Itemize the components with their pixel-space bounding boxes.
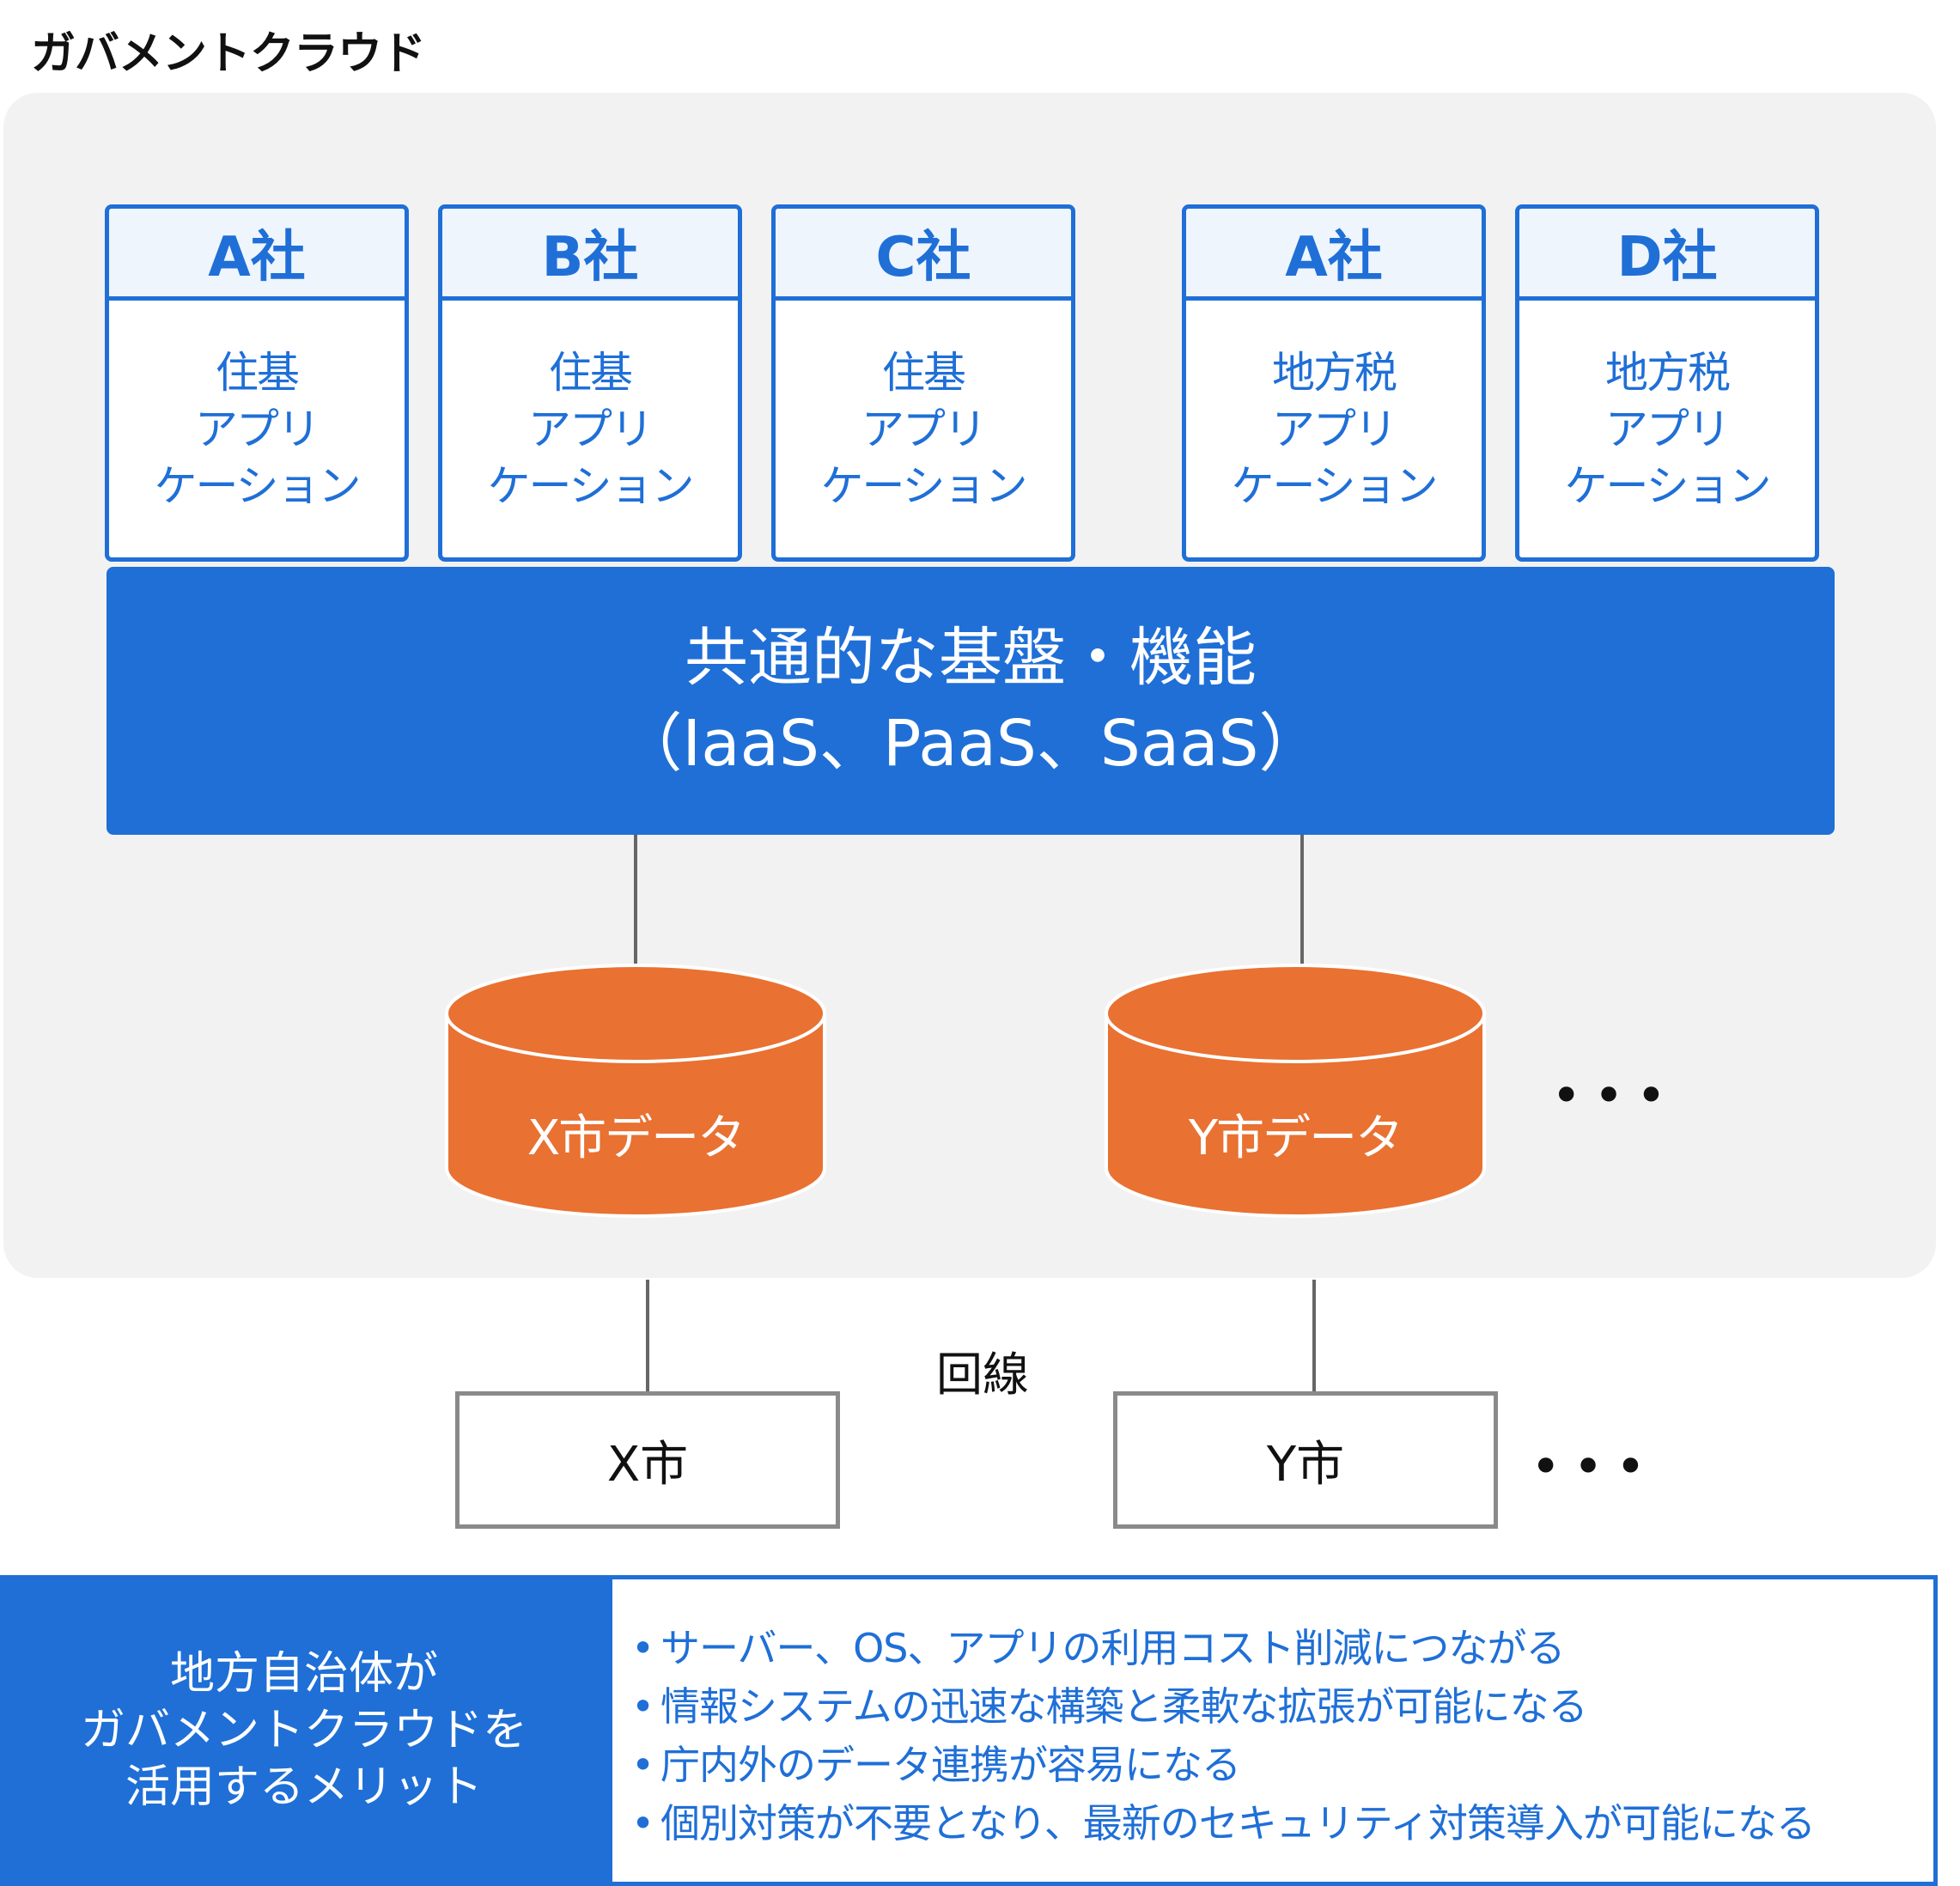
city-x-box: X市: [455, 1391, 840, 1529]
company-name: C社: [776, 209, 1071, 301]
common-platform: 共通的な基盤・機能 （IaaS、PaaS、SaaS）: [107, 567, 1835, 835]
diagram-title: ガバメントクラウド: [31, 28, 426, 80]
merits-list-panel: •サーバー、OS、アプリの利用コスト削減につながる •情報システムの迅速な構築と…: [608, 1575, 1938, 1886]
connector-line-x-city: [646, 1280, 649, 1391]
database-label: Y市データ: [1188, 1110, 1403, 1166]
platform-subtitle: （IaaS、PaaS、SaaS）: [618, 707, 1323, 781]
company-box-1: A社 住基 アプリ ケーション: [105, 204, 409, 562]
database-cylinder-icon: [1105, 964, 1486, 1218]
company-app: 住基 アプリ ケーション: [487, 348, 695, 511]
database-label: X市データ: [527, 1110, 746, 1166]
company-name: A社: [1186, 209, 1482, 301]
merit-item-2: •情報システムの迅速な構築と柔軟な拡張が可能になる: [631, 1683, 1588, 1730]
city-y-box: Y市: [1113, 1391, 1498, 1529]
merit-item-3: •庁内外のデータ連携が容易になる: [631, 1742, 1241, 1788]
company-app: 住基 アプリ ケーション: [154, 348, 362, 511]
company-app: 住基 アプリ ケーション: [820, 348, 1028, 511]
database-x: X市データ: [443, 953, 828, 1220]
database-y: Y市データ: [1103, 953, 1488, 1220]
connector-line-y-city: [1312, 1280, 1316, 1391]
city-ellipsis: •••: [1531, 1437, 1659, 1497]
company-box-5: D社 地方税 アプリ ケーション: [1515, 204, 1819, 562]
company-app: 地方税 アプリ ケーション: [1231, 348, 1439, 511]
platform-title: 共通的な基盤・機能: [685, 621, 1257, 695]
merit-item-4: •個別対策が不要となり、最新のセキュリティ対策導入が可能になる: [631, 1800, 1816, 1846]
company-box-4: A社 地方税 アプリ ケーション: [1182, 204, 1486, 562]
database-cylinder-icon: [445, 964, 826, 1218]
connector-line-x-data: [634, 835, 637, 965]
merits-heading: 地方自治体が ガバメントクラウドを 活用するメリット: [80, 1648, 527, 1813]
company-app: 地方税 アプリ ケーション: [1564, 348, 1772, 511]
connector-line-y-data: [1300, 835, 1304, 965]
company-box-3: C社 住基 アプリ ケーション: [771, 204, 1075, 562]
merit-item-1: •サーバー、OS、アプリの利用コスト削減につながる: [631, 1625, 1565, 1671]
company-name: A社: [109, 209, 405, 301]
connection-label: 回線: [936, 1348, 1029, 1402]
company-name: B社: [442, 209, 738, 301]
merits-heading-panel: 地方自治体が ガバメントクラウドを 活用するメリット: [0, 1575, 608, 1886]
company-box-2: B社 住基 アプリ ケーション: [438, 204, 742, 562]
database-ellipsis: •••: [1551, 1066, 1679, 1126]
company-name: D社: [1519, 209, 1815, 301]
